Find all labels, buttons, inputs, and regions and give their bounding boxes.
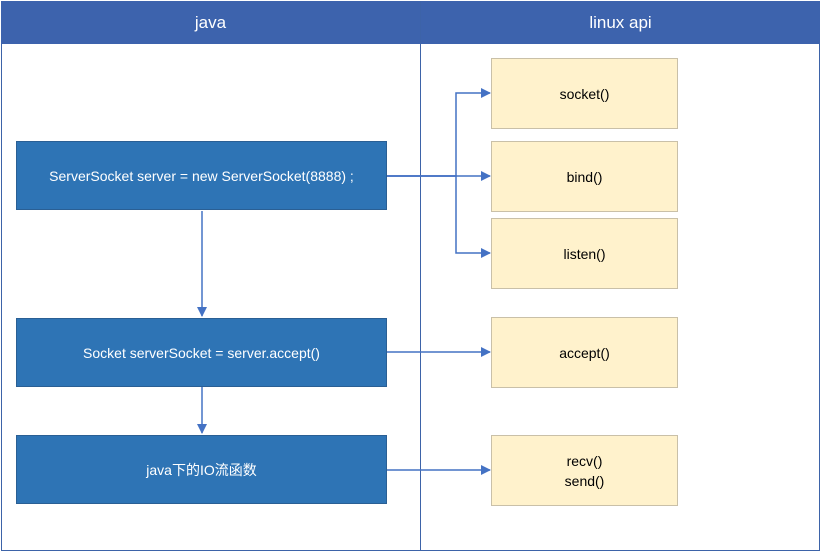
- java-step-io-stream: java下的IO流函数: [16, 435, 387, 504]
- java-column-header: java: [194, 13, 227, 32]
- linux-call-listen: listen(): [491, 218, 678, 289]
- java-step-label: java下的IO流函数: [146, 461, 257, 478]
- java-step-label: Socket serverSocket = server.accept(): [83, 344, 320, 361]
- java-step-serversocket: ServerSocket server = new ServerSocket(8…: [16, 141, 387, 210]
- linux-call-label: bind(): [566, 168, 603, 185]
- linux-call-label: listen(): [563, 245, 606, 262]
- column-divider: [420, 1, 421, 551]
- java-step-label: ServerSocket server = new ServerSocket(8…: [49, 167, 354, 184]
- header-bar: [1, 1, 820, 44]
- linux-call-recv-send: recv() send(): [491, 435, 678, 506]
- linux-call-accept: accept(): [491, 317, 678, 388]
- linux-call-label-send: send(): [564, 472, 605, 489]
- linux-call-bind: bind(): [491, 141, 678, 212]
- linux-call-label: accept(): [559, 344, 610, 361]
- linux-api-column-header: linux api: [589, 13, 652, 32]
- java-step-accept: Socket serverSocket = server.accept(): [16, 318, 387, 387]
- linux-call-label: socket(): [559, 85, 610, 102]
- linux-call-socket: socket(): [491, 58, 678, 129]
- linux-call-label-recv: recv(): [566, 452, 603, 469]
